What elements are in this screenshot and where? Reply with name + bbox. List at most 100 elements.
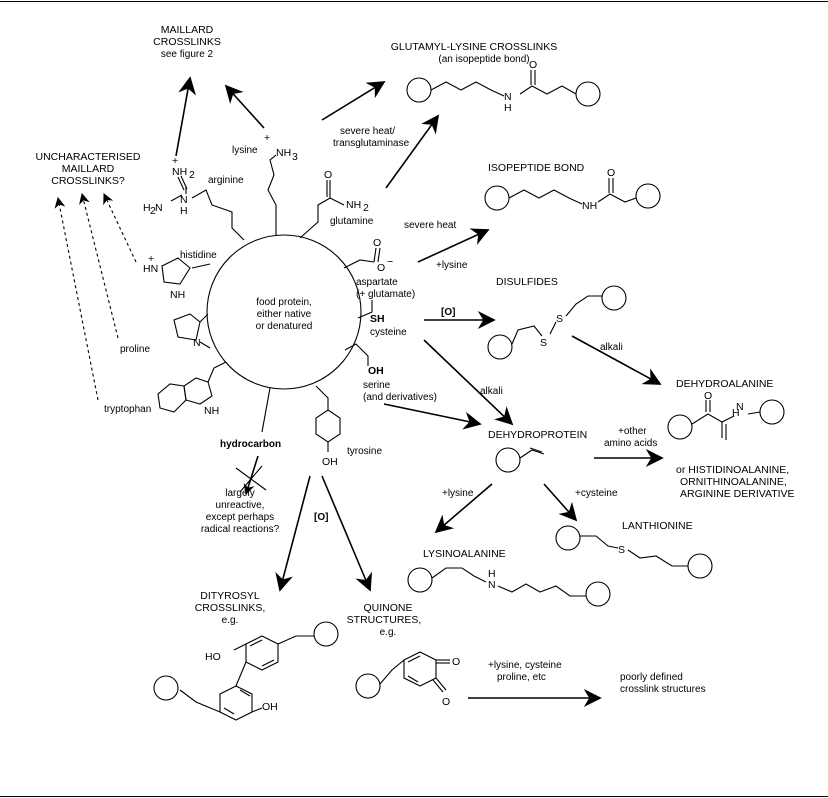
severe-heat-tg-1: severe heat/ (340, 126, 395, 137)
dehydroprotein-to-lysinoalanine-arrow (434, 483, 493, 534)
glutamyl-n-label: N (504, 91, 512, 103)
aspartate-sublabel: (+ glutamate) (356, 289, 415, 300)
lysine-side-chain: NH 3 + lysine (232, 132, 298, 236)
unreactive-line-4: radical reactions? (201, 524, 280, 535)
cysteine-side-chain: SH cysteine (357, 300, 407, 338)
uncharacterised-title-1: UNCHARACTERISED (35, 151, 140, 163)
dehydroprotein-structure (495, 447, 545, 473)
tryptophan-nh-label: NH (204, 405, 219, 417)
dityrosyl-oh-label: OH (262, 701, 278, 713)
dehydroalanine-nh-label: H (732, 407, 740, 419)
poorly-defined-1: poorly defined (620, 672, 683, 683)
severe-heat-label: severe heat (404, 220, 456, 231)
plus-other-1: +other (618, 426, 647, 437)
glutamine-o-label: O (324, 169, 332, 181)
histidinoalanine-3: ARGININE DERIVATIVE (680, 488, 795, 500)
dehydroalanine-structure: O H N (667, 390, 785, 440)
quinone-title-3: e.g. (380, 627, 397, 638)
glutamyl-h-label: H (504, 102, 512, 114)
tyrosine-to-quinone-arrow (321, 475, 373, 592)
proline-n-label: N (193, 337, 201, 349)
lysinoalanine-title: LYSINOALANINE (423, 548, 506, 560)
serine-label: serine (363, 380, 391, 391)
arginine-h2n-n: N (155, 202, 163, 214)
serine-sublabel: (and derivatives) (363, 392, 437, 403)
tryptophan-side-chain: NH tryptophan (104, 361, 227, 417)
nh3-subscript: 3 (292, 151, 298, 163)
histidinoalanine-1: or HISTIDINOALANINE, (676, 464, 789, 476)
protein-circle (206, 234, 362, 390)
tyrosine-label: tyrosine (347, 446, 382, 457)
serine-oh-label: OH (368, 365, 384, 377)
glutamine-nh2-label: NH (346, 199, 361, 211)
dehydroalanine-title: DEHYDROALANINE (676, 378, 773, 390)
cysteine-sh-label: SH (370, 313, 385, 325)
disulfide-s2-label: S (556, 313, 563, 325)
tryptophan-label: tryptophan (104, 404, 151, 415)
histidine-plus: + (148, 253, 154, 265)
tryptophan-dashed-arrow (54, 196, 99, 401)
aspartate-label: aspartate (356, 277, 398, 288)
arginine-nh2-label: NH (172, 166, 187, 178)
tyrosine-to-dityrosyl-arrow (275, 475, 311, 592)
aspartate-to-isopeptide-arrow (417, 228, 490, 263)
glutamyl-subtitle: (an isopeptide bond) (438, 54, 529, 65)
histidinoalanine-2: ORNITHINOALANINE, (680, 476, 787, 488)
uncharacterised-title-3: CROSSLINKS? (51, 175, 125, 187)
uncharacterised-title-2: MAILLARD (62, 163, 115, 175)
arginine-n-label: N (180, 194, 188, 206)
lysinoalanine-structure: N H (407, 567, 611, 607)
lanthionine-title: LANTHIONINE (622, 520, 693, 532)
maillard-title-2: CROSSLINKS (153, 36, 221, 48)
glutamine-label: glutamine (330, 216, 374, 227)
arginine-h-label: H (180, 205, 188, 217)
lysine-to-glutamyl-arrow (321, 81, 386, 121)
alkali-label-2: alkali (480, 386, 503, 397)
quinone-o1-label: O (452, 656, 460, 668)
dehydroprotein-title: DEHYDROPROTEIN (488, 429, 587, 441)
disulfide-to-dehydroalanine-arrow (571, 335, 662, 385)
center-label-2: either native (257, 309, 312, 320)
plus-other-2: amino acids (604, 438, 657, 449)
arginine-h2n-label: H (143, 202, 151, 214)
isopeptide-o-label: O (607, 167, 615, 179)
lanthionine-structure: S (555, 525, 713, 579)
isopeptide-nh-label: NH (582, 200, 597, 212)
arginine-label: arginine (208, 175, 244, 186)
lanthionine-s-label: S (618, 544, 625, 556)
disulfide-s1-label: S (540, 337, 547, 349)
plus-lysine-label: +lysine (436, 260, 468, 271)
severe-heat-tg-2: transglutaminase (333, 138, 410, 149)
proline-side-chain: N proline (120, 313, 211, 355)
lysinoalanine-n-label: N (488, 579, 496, 591)
dityrosyl-structure: HO OH (153, 621, 339, 721)
glutamyl-structure: O N H (406, 59, 601, 114)
top-border (0, 1, 828, 2)
hydrocarbon-label: hydrocarbon (220, 439, 281, 450)
lysinoalanine-h-label: H (488, 568, 496, 580)
dityrosyl-title-1: DITYROSYL (200, 590, 260, 602)
glutamyl-title: GLUTAMYL-LYSINE CROSSLINKS (391, 41, 558, 53)
isopeptide-title: ISOPEPTIDE BOND (488, 162, 585, 174)
quinone-structure: O O (355, 651, 460, 708)
glutamine-nh2-sub: 2 (363, 202, 369, 214)
histidine-dashed-arrow (103, 193, 137, 263)
dehydroalanine-n-label: N (736, 401, 744, 413)
maillard-see-figure: see figure 2 (161, 49, 214, 60)
disulfides-title: DISULFIDES (496, 276, 558, 288)
proline-label: proline (120, 344, 150, 355)
arginine-to-maillard-arrow (175, 76, 196, 157)
lysine-label: lysine (232, 145, 258, 156)
nh3-plus: + (264, 132, 270, 144)
aspartate-side-chain: O O − aspartate (+ glutamate) (343, 237, 415, 300)
poorly-defined-2: crosslink structures (620, 684, 706, 695)
lysine-to-maillard-arrow (224, 84, 265, 129)
center-label-1: food protein, (256, 297, 312, 308)
tyrosine-side-chain: OH tyrosine (315, 385, 382, 468)
center-label-3: or denatured (256, 321, 313, 332)
histidine-label: histidine (180, 250, 217, 261)
plus-cysteine-label: +cysteine (575, 488, 618, 499)
unreactive-line-1: largely (225, 488, 254, 499)
dityrosyl-title-3: e.g. (222, 615, 239, 626)
dehydroprotein-to-lanthionine-arrow (543, 483, 578, 522)
